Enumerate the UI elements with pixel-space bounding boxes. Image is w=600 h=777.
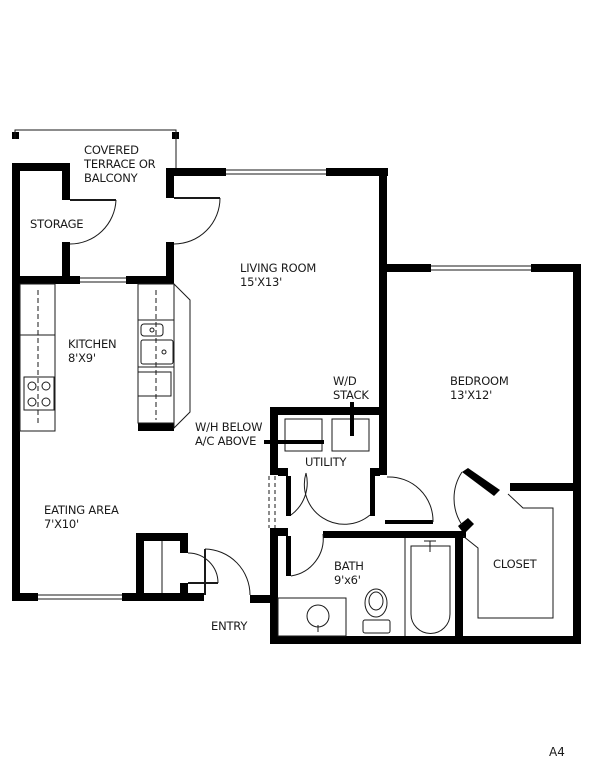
toilet-tank <box>362 619 391 634</box>
bedroom-size: 13'X12' <box>450 388 493 402</box>
pantry-door <box>187 552 219 584</box>
vanity <box>277 597 347 637</box>
living-room-label: LIVING ROOM <box>240 261 317 275</box>
dishwasher <box>137 371 172 397</box>
label-closet: CLOSET <box>493 557 537 571</box>
label-bedroom: BEDROOM 13'X12' <box>450 374 509 402</box>
toilet-bowl <box>364 588 388 618</box>
wall-living-east <box>379 168 387 411</box>
terrace-label-line2: TERRACE OR <box>84 157 156 171</box>
terrace-label-line1: COVERED <box>84 143 139 157</box>
label-storage: STORAGE <box>30 217 84 231</box>
hall-door <box>386 476 434 523</box>
wh-label: W/H BELOW <box>195 420 263 434</box>
sink-small <box>140 323 164 337</box>
label-utility: UTILITY <box>305 455 346 469</box>
living-room-size: 15'X13' <box>240 275 283 289</box>
label-entry: ENTRY <box>211 619 247 633</box>
eating-area-size: 7'X10' <box>44 517 79 531</box>
bath-label: BATH <box>334 559 364 573</box>
kitchen-size: 8'X9' <box>68 351 96 365</box>
closet-label: CLOSET <box>493 557 537 571</box>
wall-west <box>12 163 20 600</box>
range <box>23 376 55 411</box>
utility-door-right <box>303 472 371 525</box>
wd-label-line2: STACK <box>333 388 369 402</box>
label-living-room: LIVING ROOM 15'X13' <box>240 261 316 289</box>
storage-label: STORAGE <box>30 217 84 231</box>
vanity-sink <box>306 604 330 628</box>
kitchen-label: KITCHEN <box>68 337 117 351</box>
water-heater <box>284 418 323 452</box>
terrace-label-line3: BALCONY <box>84 171 138 185</box>
eating-area-label: EATING AREA <box>44 503 119 517</box>
utility-door-left <box>290 472 308 516</box>
utility-label: UTILITY <box>305 455 347 469</box>
wall-south <box>270 636 581 644</box>
wd-label-line1: W/D <box>333 374 357 388</box>
bedroom-label: BEDROOM <box>450 374 509 388</box>
label-wh-ac: W/H BELOW A/C ABOVE <box>195 420 263 448</box>
label-kitchen: KITCHEN 8'X9' <box>68 337 117 365</box>
plan-id: A4 <box>549 745 565 759</box>
bathtub <box>410 545 451 634</box>
counter-west <box>19 283 56 432</box>
entry-label: ENTRY <box>211 619 248 633</box>
closet-door <box>453 471 463 526</box>
label-wd-stack: W/D STACK <box>333 374 369 402</box>
wall-kitchen-north <box>12 276 80 284</box>
entry-door <box>204 548 251 596</box>
ac-label: A/C ABOVE <box>195 434 257 448</box>
sink-large <box>140 339 174 365</box>
label-terrace: COVERED TERRACE OR BALCONY <box>84 143 156 185</box>
label-bath: BATH 9'x6' <box>334 559 364 587</box>
bath-size: 9'x6' <box>334 573 361 587</box>
label-eating-area: EATING AREA 7'X10' <box>44 503 119 531</box>
wall-east <box>573 264 581 642</box>
bath-door <box>290 533 324 577</box>
wall-north-storage <box>12 163 69 171</box>
